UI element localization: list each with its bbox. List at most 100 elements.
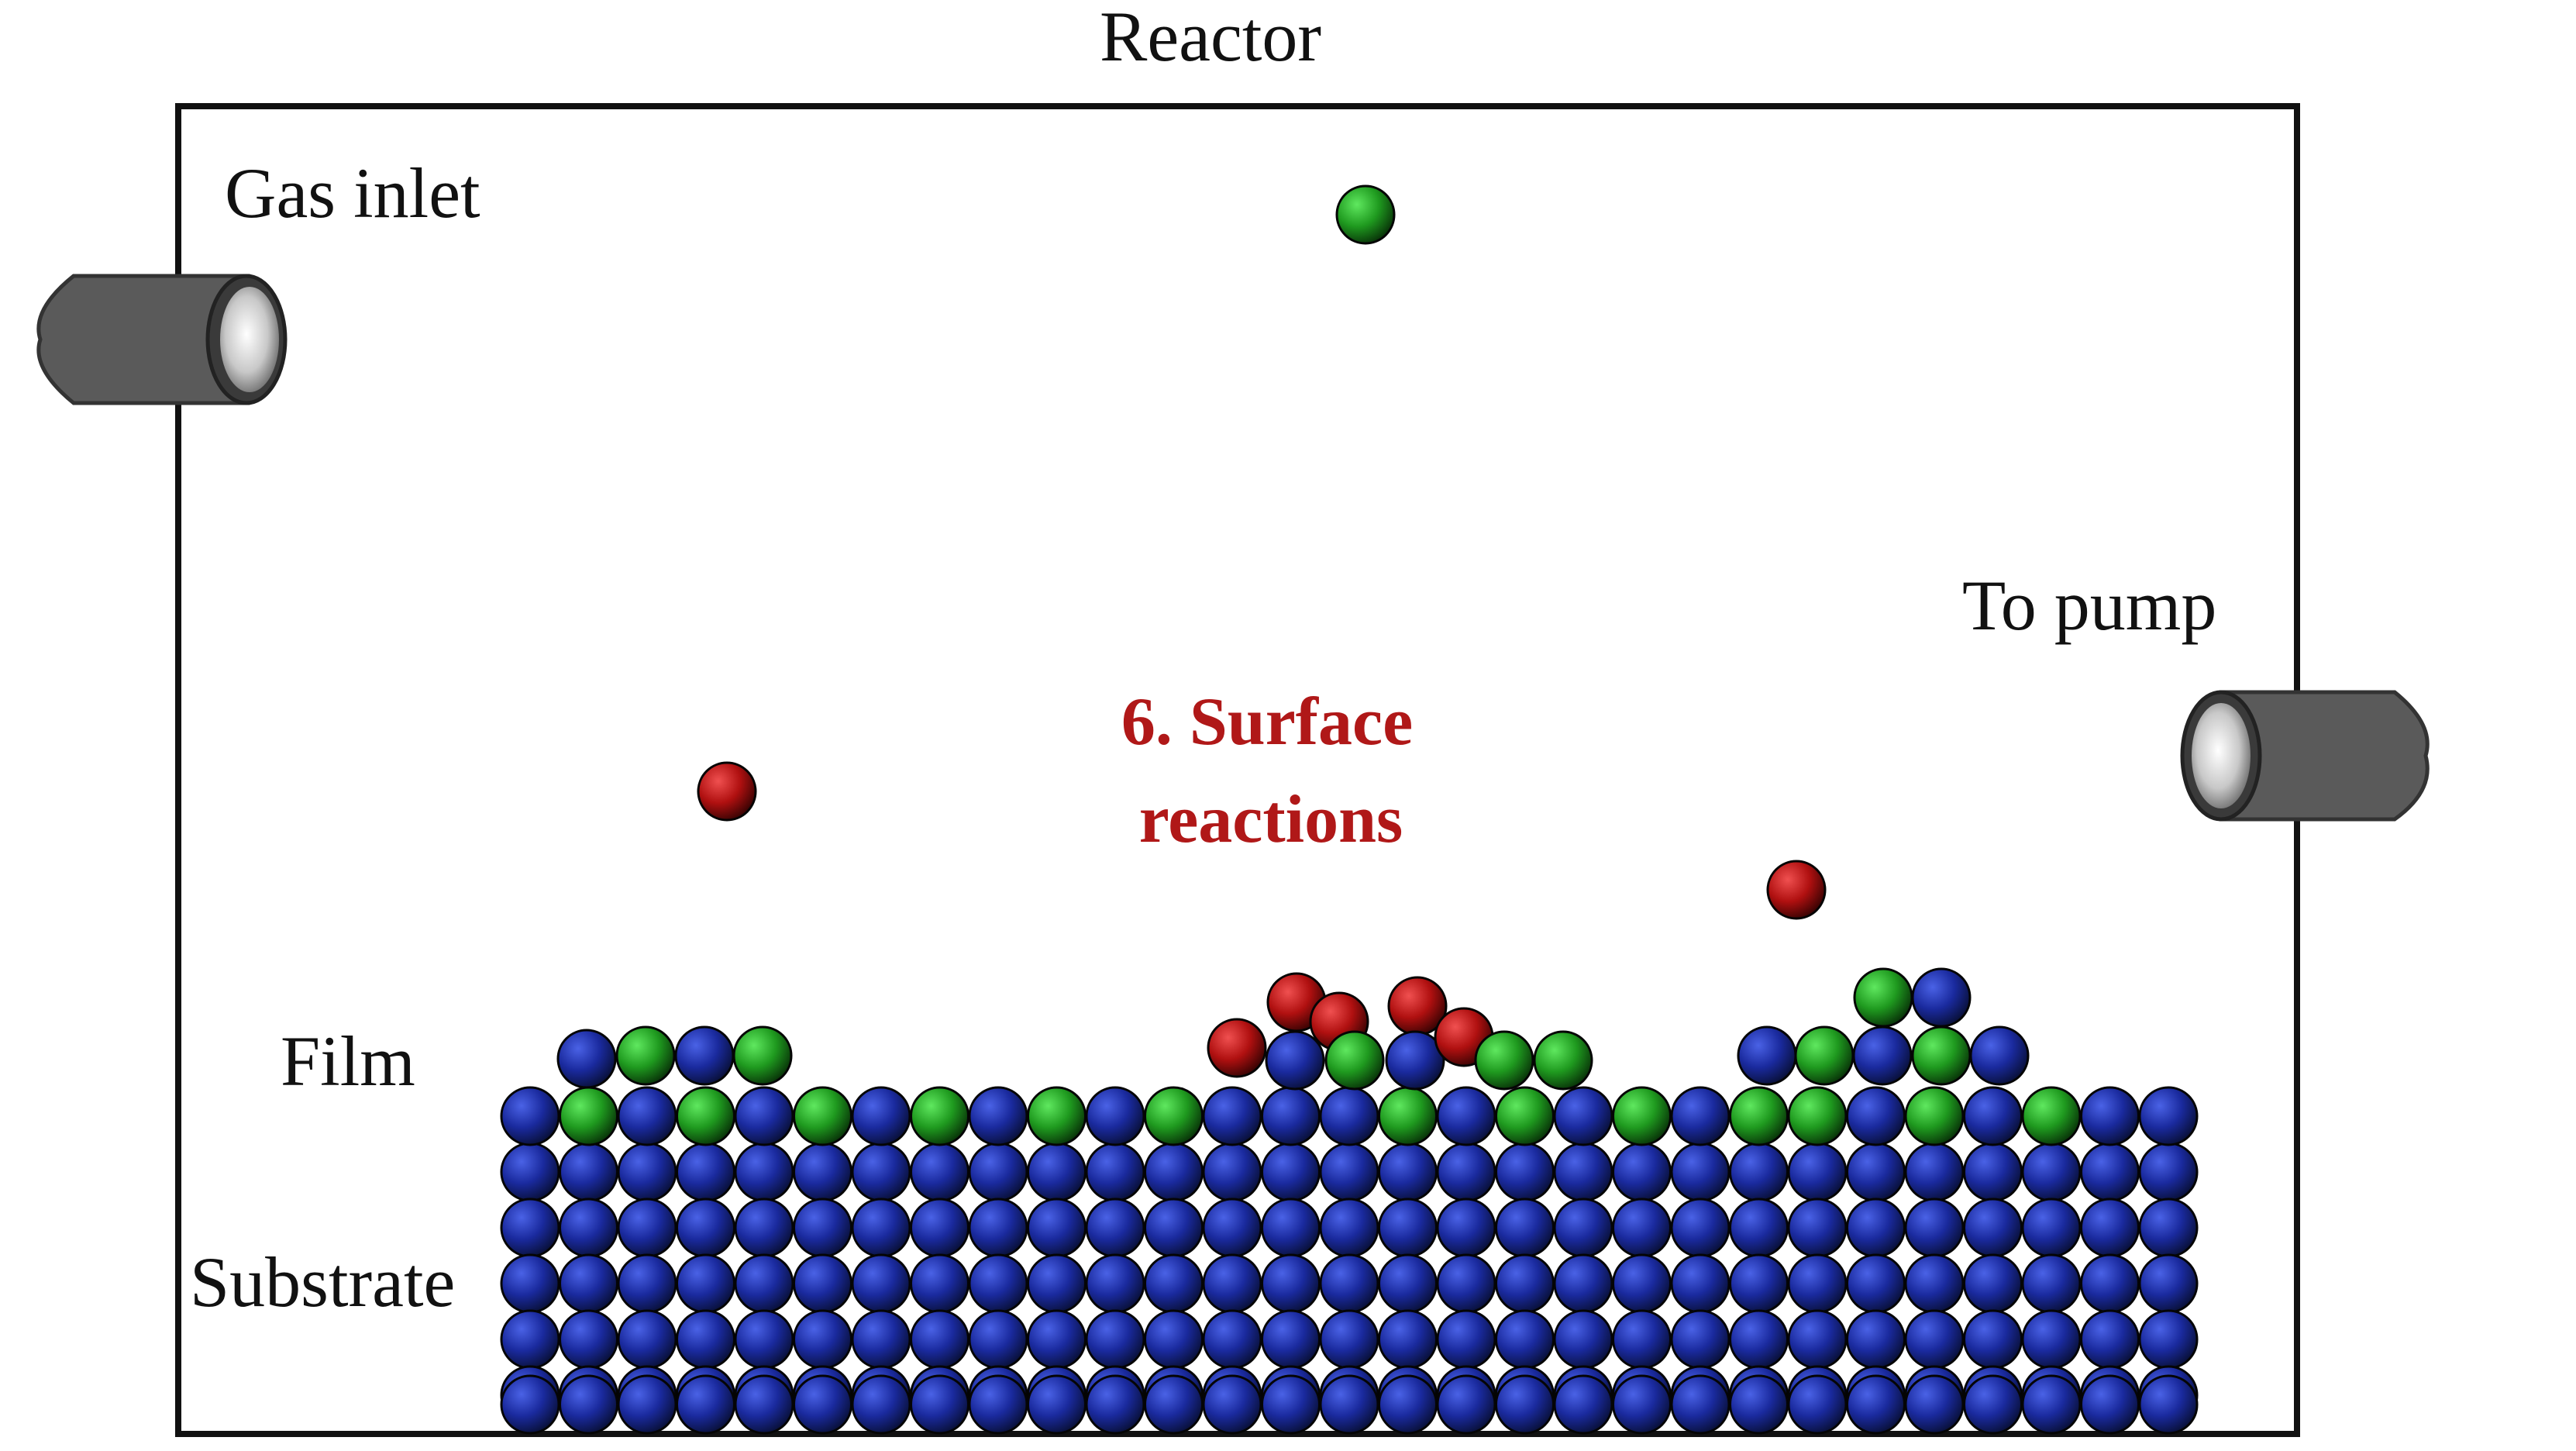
film-atom-green <box>910 1086 969 1146</box>
film-atom-green <box>1474 1030 1534 1091</box>
gas-atom-green <box>1335 184 1396 245</box>
substrate-atom <box>851 1142 911 1202</box>
substrate-atom <box>2021 1198 2082 1258</box>
substrate-atom <box>1670 1198 1731 1258</box>
substrate-atom <box>2021 1309 2082 1370</box>
substrate-atom <box>1670 1253 1731 1314</box>
substrate-atom <box>2080 1142 2140 1202</box>
substrate-atom <box>1553 1198 1613 1258</box>
substrate-atom <box>1904 1198 1965 1258</box>
substrate-atom <box>2138 1374 2199 1435</box>
substrate-atom <box>1904 1253 1965 1314</box>
substrate-atom <box>1553 1309 1613 1370</box>
substrate-atom <box>910 1198 969 1258</box>
film-atom-blue <box>2080 1086 2140 1146</box>
substrate-atom <box>1436 1198 1496 1258</box>
substrate-atom <box>968 1142 1028 1202</box>
substrate-atom <box>1963 1309 2023 1370</box>
atom-lattice <box>500 184 2199 1435</box>
substrate-atom <box>1319 1374 1379 1435</box>
substrate-atom <box>617 1142 677 1202</box>
substrate-atom <box>1085 1309 1145 1370</box>
substrate-atom <box>1085 1198 1145 1258</box>
substrate-atom <box>1261 1374 1321 1435</box>
film-atom-blue <box>1553 1086 1613 1146</box>
substrate-atom <box>617 1309 677 1370</box>
film-atom-blue <box>1846 1086 1906 1146</box>
substrate-atom <box>1378 1374 1438 1435</box>
film-atom-blue <box>617 1086 677 1146</box>
substrate-label: Substrate <box>190 1242 455 1322</box>
substrate-atom <box>851 1198 911 1258</box>
substrate-atom <box>1261 1198 1321 1258</box>
substrate-atom <box>500 1198 560 1258</box>
substrate-atom <box>1319 1309 1379 1370</box>
film-atom-blue <box>1737 1025 1797 1086</box>
substrate-atom <box>559 1142 618 1202</box>
substrate-atom <box>1553 1142 1613 1202</box>
film-atom-blue <box>556 1029 617 1089</box>
step-title-line2: reactions <box>1139 782 1403 857</box>
substrate-atom <box>851 1253 911 1314</box>
substrate-atom <box>500 1374 560 1435</box>
substrate-atom <box>968 1309 1028 1370</box>
substrate-atom <box>559 1309 618 1370</box>
film-atom-green <box>2021 1086 2082 1146</box>
substrate-atom <box>1846 1374 1906 1435</box>
substrate-atom <box>1495 1142 1555 1202</box>
substrate-atom <box>1787 1198 1848 1258</box>
substrate-atom <box>1261 1309 1321 1370</box>
substrate-atom <box>1846 1309 1906 1370</box>
substrate-atom <box>1904 1309 1965 1370</box>
substrate-atom <box>1729 1142 1789 1202</box>
film-atom-blue <box>2138 1086 2199 1146</box>
film-atom-green <box>1853 967 1913 1028</box>
substrate-atom <box>1495 1253 1555 1314</box>
substrate-atom <box>1261 1142 1321 1202</box>
reactor-label: Reactor <box>1100 0 1321 76</box>
substrate-atom <box>1963 1374 2023 1435</box>
substrate-atom <box>1729 1198 1789 1258</box>
film-atom-green <box>1794 1025 1855 1086</box>
film-atom-blue <box>1852 1025 1913 1086</box>
film-atom-green <box>559 1086 618 1146</box>
substrate-atom <box>2080 1374 2140 1435</box>
film-atom-blue <box>734 1086 794 1146</box>
substrate-atom <box>676 1198 735 1258</box>
substrate-atom <box>676 1253 735 1314</box>
substrate-atom <box>1846 1198 1906 1258</box>
film-atom-blue <box>1265 1030 1325 1091</box>
substrate-atom <box>1378 1198 1438 1258</box>
substrate-atom <box>617 1374 677 1435</box>
film-atom-green <box>793 1086 852 1146</box>
gas-atom-red <box>697 761 757 822</box>
pump-outlet-pipe <box>2180 690 2430 822</box>
step-title-line1: 6. Surface <box>1121 684 1413 760</box>
substrate-atom <box>2021 1142 2082 1202</box>
film-atom-blue <box>674 1025 735 1086</box>
substrate-atom <box>1378 1253 1438 1314</box>
substrate-atom <box>1963 1198 2023 1258</box>
substrate-atom <box>968 1374 1028 1435</box>
substrate-atom <box>1963 1253 2023 1314</box>
film-atom-blue <box>1319 1086 1379 1146</box>
film-atom-blue <box>1963 1086 2023 1146</box>
film-atom-blue <box>1385 1030 1445 1091</box>
substrate-atom <box>2080 1198 2140 1258</box>
substrate-atom <box>500 1309 560 1370</box>
substrate-atom <box>1319 1142 1379 1202</box>
substrate-atom <box>1027 1374 1087 1435</box>
substrate-atom <box>1085 1142 1145 1202</box>
film-atom-blue <box>851 1086 911 1146</box>
substrate-atom <box>851 1374 911 1435</box>
substrate-atom <box>2138 1309 2199 1370</box>
substrate-atom <box>1787 1253 1848 1314</box>
substrate-atom <box>1553 1253 1613 1314</box>
substrate-atom <box>1612 1374 1672 1435</box>
film-atom-blue <box>1670 1086 1731 1146</box>
gas-inlet-pipe <box>36 274 288 405</box>
substrate-atom <box>1144 1253 1204 1314</box>
film-atom-green <box>1324 1030 1385 1091</box>
substrate-atom <box>500 1142 560 1202</box>
substrate-atom <box>734 1142 794 1202</box>
